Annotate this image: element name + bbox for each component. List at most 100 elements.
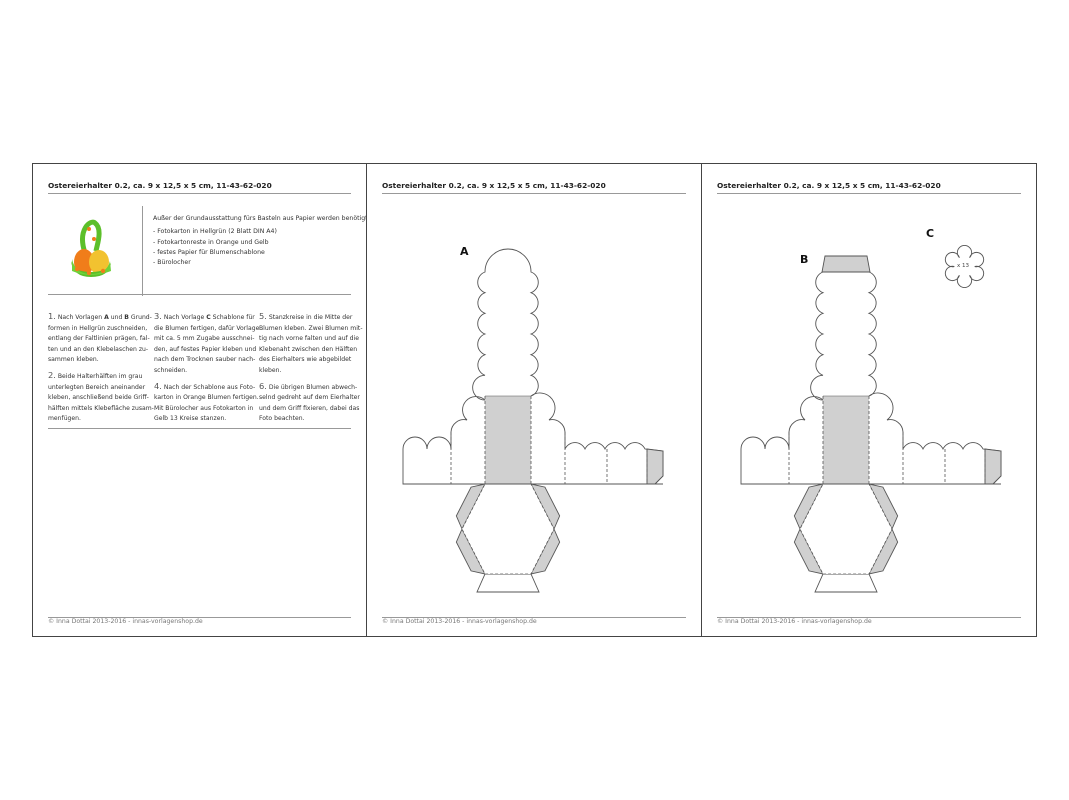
step-line: kleben, anschließend beide Griff- — [48, 393, 149, 404]
step-text: den, auf festes Papier kleben und — [154, 345, 257, 353]
step-text: sammen kleben. — [48, 356, 99, 364]
step-text: nach dem Trocknen sauber nach- — [154, 356, 256, 364]
header-rule — [382, 193, 686, 194]
step-line: tig nach vorne falten und auf die — [259, 334, 359, 345]
step-text: Beide Halterhälften im grau — [55, 372, 143, 380]
materials-list: Außer der Grundausstattung fürs Basteln … — [153, 214, 370, 268]
glue-area — [823, 396, 869, 484]
footer-rule — [717, 617, 1021, 618]
step-text: selnd gedreht auf dem Eierhalter — [259, 394, 360, 402]
materials-intro: Außer der Grundausstattung fürs Basteln … — [153, 215, 370, 222]
template-label-a: A — [460, 245, 469, 258]
bottom-flap — [476, 573, 540, 593]
step-text: Mit Bürolocher aus Fotokarton in — [154, 404, 254, 412]
step-line: entlang der Faltlinien prägen, fal- — [48, 334, 150, 345]
materials-item: - Fotokarton in Hellgrün (2 Blatt DIN A4… — [153, 228, 277, 236]
steps-column: 1. Nach Vorlagen A und B Grund-formen in… — [48, 311, 154, 429]
section-rule — [48, 294, 351, 295]
step-line: menfügen. — [48, 414, 148, 425]
header-rule — [48, 193, 351, 194]
step-line: 5. Stanzkreise in die Mitte der — [259, 311, 359, 324]
page-header: Ostereierhalter 0.2, ca. 9 x 12,5 x 5 cm… — [717, 181, 941, 190]
step-text: Klebenaht zwischen den Hälften — [259, 345, 358, 353]
vertical-divider — [142, 206, 143, 296]
step-number: 1. — [48, 311, 56, 321]
template-label-c: C — [926, 227, 935, 240]
footer-rule — [382, 617, 686, 618]
step-text: des Eierhalters wie abgebildet — [259, 356, 352, 364]
step-line: hälften mittels Klebefläche zusam- — [48, 404, 154, 415]
step-text: und — [108, 314, 125, 321]
step-text: schneiden. — [154, 366, 188, 374]
step-text: karton in Orange Blumen fertigen. — [154, 394, 259, 402]
step-text: Nach Vorlage — [161, 314, 207, 321]
template-page-a: Ostereierhalter 0.2, ca. 9 x 12,5 x 5 cm… — [366, 163, 702, 637]
holder-outline — [402, 248, 664, 485]
step-number: 4. — [154, 380, 162, 391]
step-text: Nach Vorlagen — [55, 314, 105, 321]
step-text: unterlegten Bereich aneinander — [48, 383, 146, 391]
step-line: 6. Die übrigen Blumen abwech- — [259, 381, 359, 394]
step-line: kleben. — [259, 366, 359, 377]
step-line: selnd gedreht auf dem Eierhalter — [259, 393, 360, 404]
step-line: Mit Bürolocher aus Fotokarton in — [154, 404, 254, 415]
materials-item: - Bürolocher — [153, 259, 191, 267]
top-tab — [821, 255, 871, 273]
template-label-b: B — [800, 253, 809, 266]
glue-area — [485, 396, 531, 484]
end-tab — [984, 448, 1002, 485]
step-text: formen in Hellgrün zuschneiden, — [48, 324, 148, 332]
step-text: Nach der Schablone aus Foto- — [161, 383, 256, 391]
instruction-step: 6. Die übrigen Blumen abwech-selnd gedre… — [259, 381, 360, 425]
step-text: kleben, anschließend beide Griff- — [48, 394, 149, 402]
step-text: tig nach vorne falten und auf die — [259, 335, 359, 343]
template-ref: A — [104, 314, 109, 321]
step-line: schneiden. — [154, 366, 254, 377]
step-line: Foto beachten. — [259, 414, 359, 425]
step-text: Foto beachten. — [259, 415, 305, 423]
template-a-drawing — [402, 248, 664, 593]
step-text: Gelb 13 Kreise stanzen. — [154, 415, 227, 423]
step-text: Blumen kleben. Zwei Blumen mit- — [259, 324, 363, 332]
step-line: mit ca. 5 mm Zugabe ausschnei- — [154, 334, 254, 345]
section-rule — [48, 428, 351, 429]
template-b-drawing — [740, 255, 1002, 593]
step-text: hälften mittels Klebefläche zusam- — [48, 404, 154, 412]
step-number: 3. — [154, 311, 162, 321]
page-footer: © Inna Dottai 2013-2016 - innas-vorlagen… — [48, 618, 203, 625]
flower-template-icon — [944, 245, 985, 288]
materials-item: - festes Papier für Blumenschablone — [153, 248, 265, 256]
step-number: 5. — [259, 311, 267, 321]
step-line: 3. Nach Vorlage C Schablone für — [154, 311, 255, 324]
template-ref: B — [124, 314, 129, 321]
header-rule — [717, 193, 1021, 194]
instruction-step: 1. Nach Vorlagen A und B Grund-formen in… — [48, 311, 152, 366]
step-line: Gelb 13 Kreise stanzen. — [154, 414, 254, 425]
step-text: menfügen. — [48, 415, 81, 423]
step-line: karton in Orange Blumen fertigen. — [154, 393, 259, 404]
instruction-page: Ostereierhalter 0.2, ca. 9 x 12,5 x 5 cm… — [32, 163, 370, 637]
template-page-b: Ostereierhalter 0.2, ca. 9 x 12,5 x 5 cm… — [701, 163, 1037, 637]
page-header: Ostereierhalter 0.2, ca. 9 x 12,5 x 5 cm… — [48, 181, 272, 190]
materials-item: - Fotokartonreste in Orange und Gelb — [153, 238, 269, 246]
step-text: kleben. — [259, 366, 282, 374]
step-line: nach dem Trocknen sauber nach- — [154, 355, 256, 366]
egg-holder-photo — [63, 219, 123, 279]
step-line: 1. Nach Vorlagen A und B Grund- — [48, 311, 152, 324]
step-text: Die übrigen Blumen abwech- — [266, 383, 358, 391]
bottom-flap — [814, 573, 878, 593]
step-line: und dem Griff fixieren, dabei das — [259, 404, 359, 415]
step-text: mit ca. 5 mm Zugabe ausschnei- — [154, 335, 255, 343]
step-text: Schablone für — [210, 314, 255, 321]
step-line: den, auf festes Papier kleben und — [154, 345, 257, 356]
step-line: 2. Beide Halterhälften im grau — [48, 370, 148, 383]
step-line: sammen kleben. — [48, 355, 148, 366]
step-text: und dem Griff fixieren, dabei das — [259, 404, 360, 412]
page-footer: © Inna Dottai 2013-2016 - innas-vorlagen… — [717, 618, 872, 625]
step-line: formen in Hellgrün zuschneiden, — [48, 324, 148, 335]
step-line: des Eierhalters wie abgebildet — [259, 355, 359, 366]
